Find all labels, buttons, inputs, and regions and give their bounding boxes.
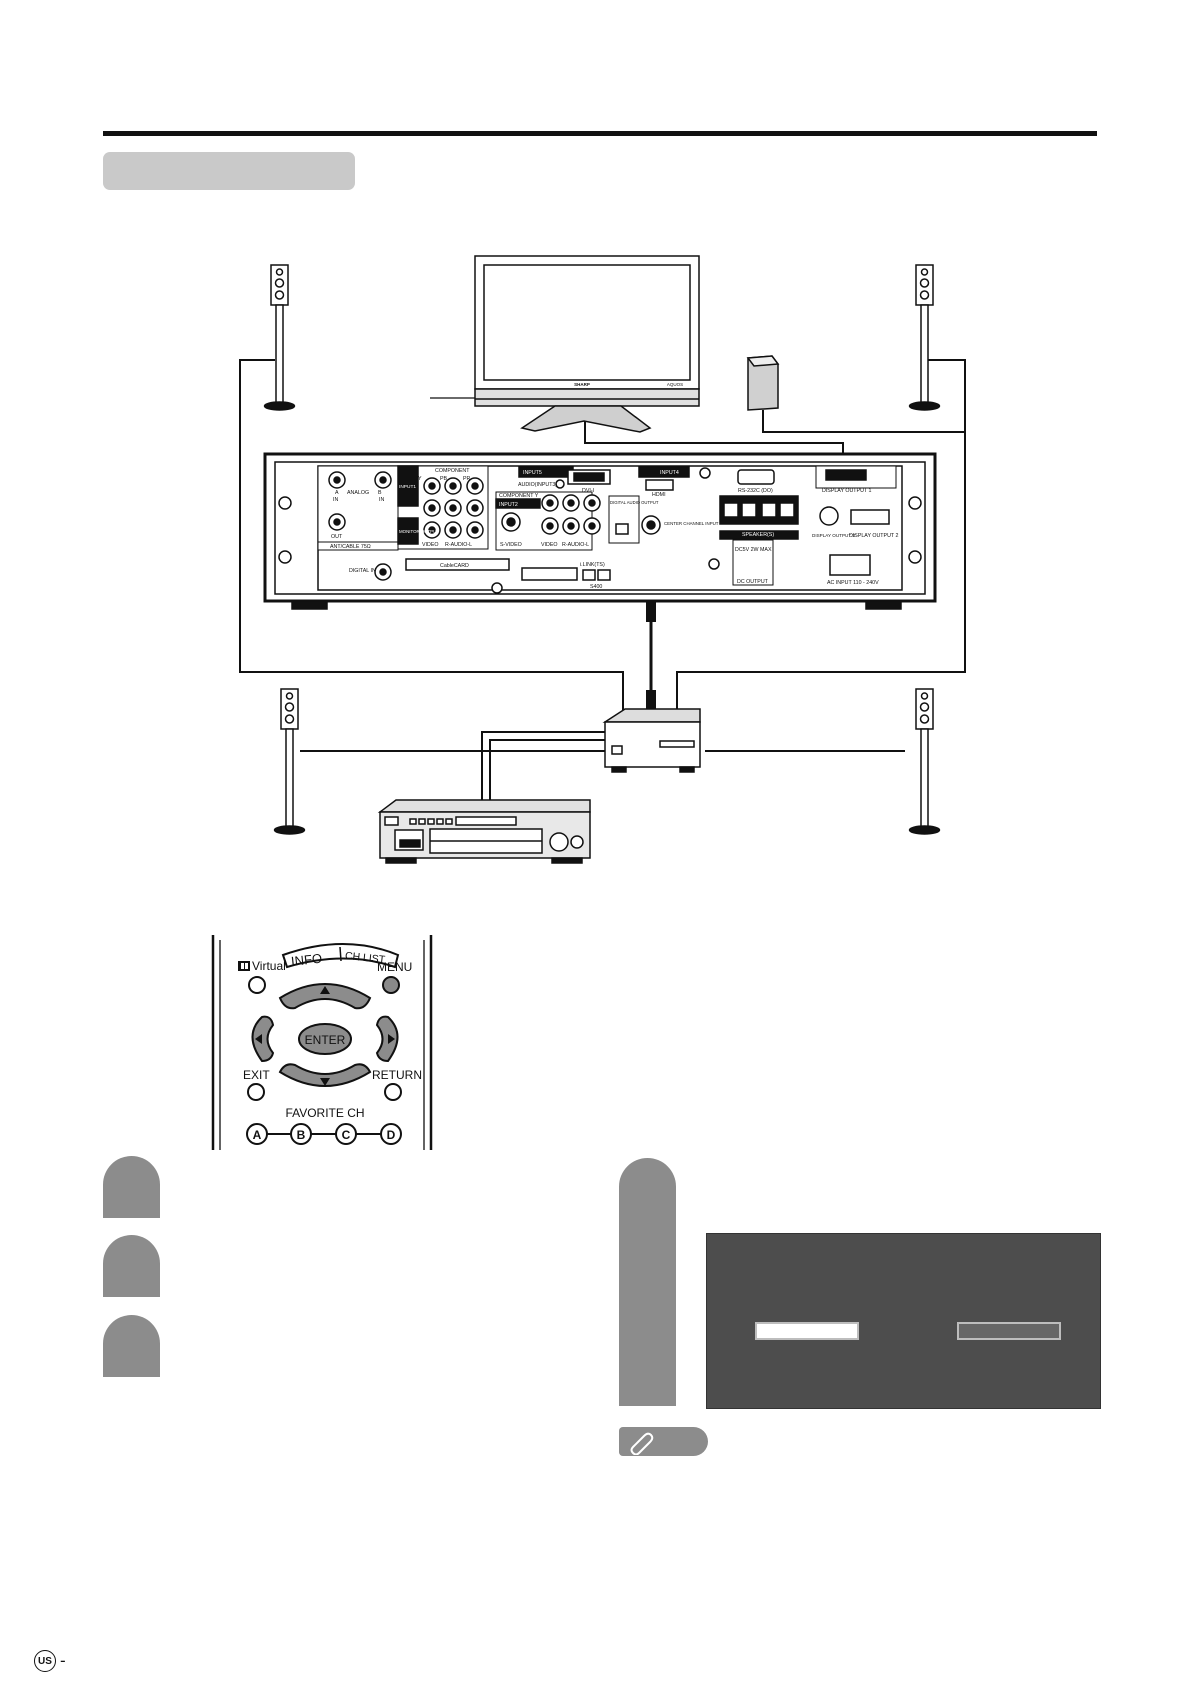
tv-display: [474, 255, 700, 433]
avc-label-r-audio-l-2: R-AUDIO-L: [562, 542, 589, 548]
subwoofer-wire: [762, 410, 965, 433]
info-button[interactable]: INFO: [290, 951, 322, 969]
front-left-speaker: [263, 264, 296, 411]
avc-label-pb: PB: [440, 476, 448, 482]
connection-diagram: SHARP AQUOS: [239, 255, 966, 864]
fav-c-label: C: [342, 1128, 351, 1142]
avc-label-ilink: i.LINK(TS): [580, 562, 605, 568]
cursor-left-button[interactable]: [251, 1015, 275, 1063]
menu-button[interactable]: [382, 976, 400, 994]
avc-label-speakers: SPEAKER(S): [742, 532, 774, 538]
avc-label-input4: INPUT4: [660, 470, 679, 476]
fav-a-label: A: [253, 1128, 262, 1142]
enter-label: ENTER: [305, 1033, 346, 1047]
avc-label-component: COMPONENT: [435, 468, 470, 474]
ch-list-button[interactable]: CH LIST: [344, 950, 386, 966]
avc-label-center-channel-input: CENTER CHANNEL INPUT: [664, 521, 719, 526]
avc-label-display-output2: DISPLAY OUTPUT 2: [849, 533, 899, 539]
avc-label-input2: INPUT2: [499, 502, 518, 508]
avc-label-imp-l: 4Ω 10W: [722, 526, 741, 532]
avc-label-display-output3: DISPLAY OUTPUT 3: [812, 533, 855, 538]
avc-label-video-2: VIDEO: [541, 542, 557, 548]
avc-label-s-video: S-VIDEO: [500, 542, 522, 548]
recorder-wire: [481, 731, 605, 800]
fav-d-label: D: [387, 1128, 396, 1142]
tv-brand-mark: SHARP: [574, 382, 590, 387]
page-footer: US -: [34, 1650, 66, 1672]
virtual-button[interactable]: [248, 976, 266, 994]
step-3-marker: [103, 1315, 160, 1377]
avc-label-imp-r: 4Ω 10W: [765, 526, 784, 532]
dolby-virtual-icon: [238, 961, 250, 971]
dialog-option-1[interactable]: [755, 1322, 859, 1340]
on-screen-dialog: [706, 1233, 1101, 1409]
return-button[interactable]: [384, 1083, 402, 1101]
tv-model-mark: AQUOS: [667, 382, 683, 387]
av-amplifier: [602, 708, 701, 773]
avc-label-input1: INPUT1: [399, 484, 416, 490]
avc-label-display-output1: DISPLAY OUTPUT 1: [822, 488, 872, 494]
front-left-wire: [239, 359, 624, 722]
cursor-up-button[interactable]: [278, 983, 372, 1010]
avc-label-analog-a: A: [335, 490, 339, 496]
avc-label-y: Y: [418, 476, 422, 482]
exit-label: EXIT: [243, 1068, 270, 1082]
avc-label-cablecard: CableCARD: [440, 563, 469, 569]
paperclip-icon: [630, 1432, 654, 1455]
cursor-down-button[interactable]: [278, 1063, 372, 1087]
section-tab: [103, 152, 355, 190]
avc-label-out: OUT: [331, 534, 343, 540]
avc-label-digital-audio-output: DIGITAL AUDIO OUTPUT: [610, 500, 659, 505]
avc-label-dvi: DVI-I: [582, 488, 594, 494]
region-badge: US: [34, 1650, 56, 1672]
subwoofer: [746, 355, 780, 411]
avc-label-video-1: VIDEO: [422, 542, 438, 548]
step-1-marker: [103, 1156, 160, 1218]
avc-label-hdmi: HDMI: [652, 492, 666, 498]
return-label: RETURN: [372, 1068, 422, 1082]
avc-label-ilink-s400: S400: [590, 584, 602, 590]
avc-label-in-a: IN: [333, 497, 338, 503]
virtual-label: Virtual: [252, 959, 286, 973]
avc-label-digital-in: DIGITAL IN: [349, 568, 376, 574]
fav-a-button[interactable]: [246, 1123, 268, 1145]
fav-d-button[interactable]: [380, 1123, 402, 1145]
remote-control: Virtual INFO CH LIST MENU ENTER EXIT RET…: [211, 935, 433, 1150]
avc-label-input5: INPUT5: [523, 470, 542, 476]
avc-label-dc-spec: DC5V 2W MAX: [735, 547, 772, 553]
note-badge: [619, 1427, 708, 1456]
header-rule: [103, 131, 1097, 136]
avc-label-analog: ANALOG: [347, 490, 369, 496]
avc-label-component-y: COMPONENT Y: [499, 493, 539, 499]
rear-right-speaker: [908, 688, 941, 835]
avc-label-dc-output: DC OUTPUT: [737, 579, 769, 585]
avc-label-ant-cable: ANT/CABLE 75Ω: [330, 544, 371, 550]
enter-button[interactable]: [298, 1023, 352, 1055]
menu-label: MENU: [377, 960, 412, 974]
avc-label-pr: PR: [463, 476, 471, 482]
dialog-option-2[interactable]: [957, 1322, 1061, 1340]
page-number-dash: -: [60, 1651, 66, 1670]
fav-b-label: B: [297, 1128, 306, 1142]
favorite-ch-label: FAVORITE CH: [285, 1106, 364, 1120]
step-2-marker: [103, 1235, 160, 1297]
front-right-speaker: [908, 264, 941, 411]
rear-left-speaker: [273, 688, 306, 835]
avc-label-in-b: IN: [379, 497, 384, 503]
front-right-wire: [676, 359, 966, 722]
avc-label-monitor-output: MONITOR OUTPUT: [399, 529, 439, 534]
exit-button[interactable]: [247, 1083, 265, 1101]
avc-label-rs232c: RS-232C (DO): [738, 488, 773, 494]
step-4-marker: [619, 1158, 676, 1406]
cursor-right-button[interactable]: [375, 1015, 399, 1063]
fav-b-button[interactable]: [290, 1123, 312, 1145]
tv-cable: [584, 415, 844, 456]
dvd-recorder: [377, 799, 591, 864]
avc-label-r-audio-l-1: R-AUDIO-L: [445, 542, 472, 548]
avc-label-audio-input3: AUDIO(INPUT3): [518, 482, 557, 488]
avc-label-ac-input: AC INPUT 110 - 240V: [827, 580, 879, 586]
av-center: [263, 452, 937, 610]
avc-label-analog-b: B: [378, 490, 382, 496]
fav-c-button[interactable]: [335, 1123, 357, 1145]
